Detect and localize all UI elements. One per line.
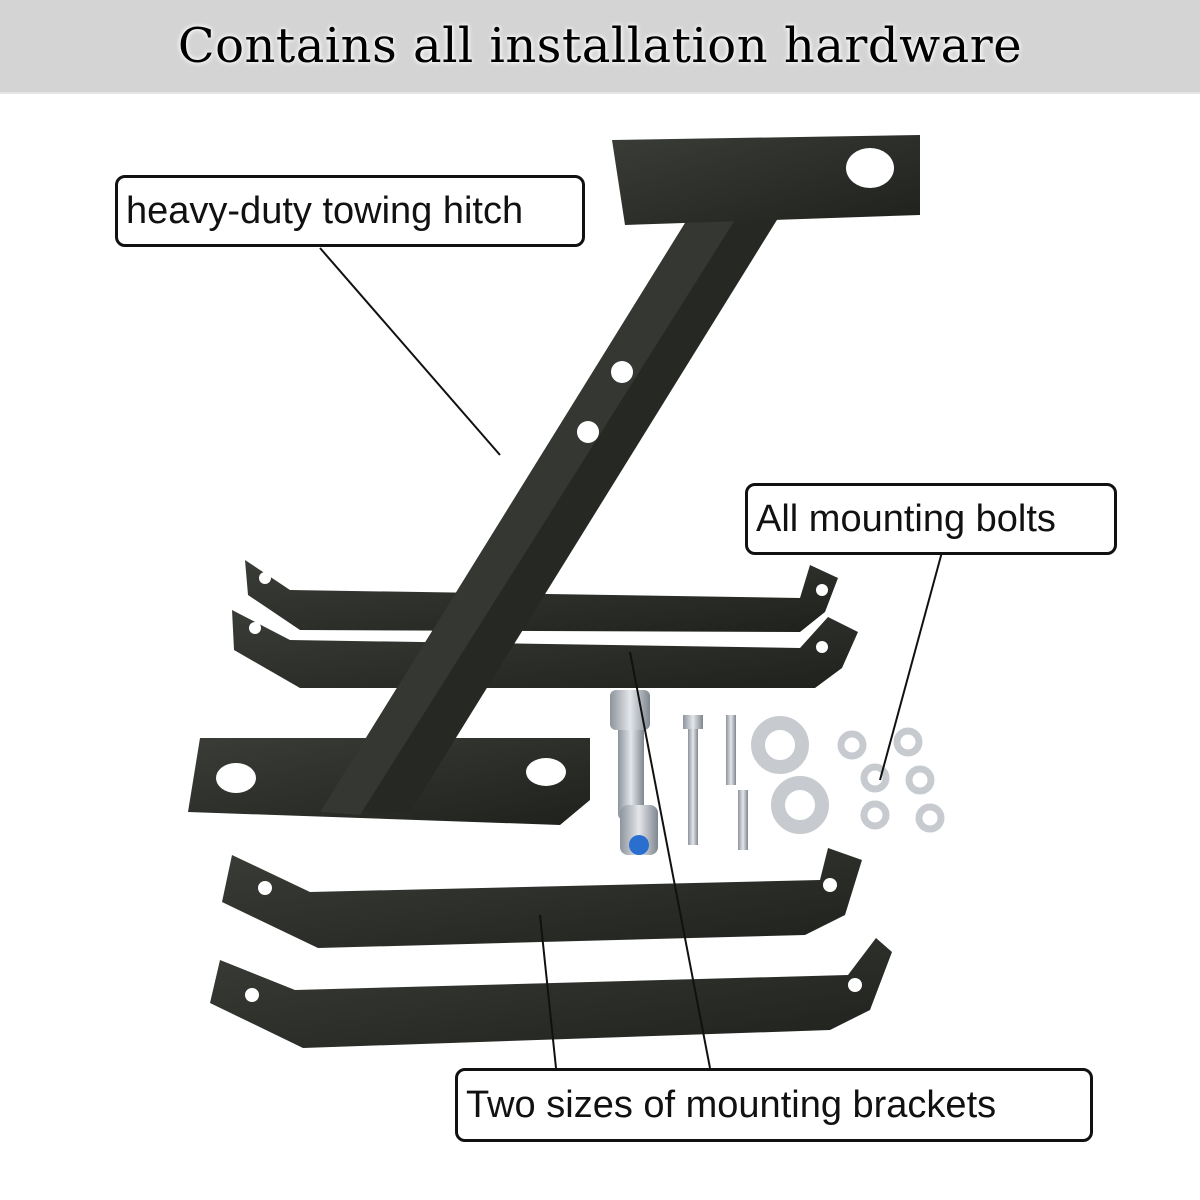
- callout-hitch-label: heavy-duty towing hitch: [126, 189, 524, 232]
- callout-bolts: All mounting bolts: [745, 483, 1117, 555]
- large-bracket-2: [210, 938, 892, 1048]
- callout-brackets-label: Two sizes of mounting brackets: [466, 1083, 997, 1126]
- header-banner: Contains all installation hardware: [0, 0, 1200, 94]
- small-bracket-2: [232, 610, 858, 688]
- hitch-leader-line: [319, 247, 501, 456]
- callout-bolts-label: All mounting bolts: [756, 497, 1056, 540]
- header-title: Contains all installation hardware: [177, 18, 1023, 74]
- hitch-top-plate: [612, 135, 920, 225]
- hardware-set: [610, 690, 945, 855]
- brackets-leader-line-2: [629, 651, 711, 1069]
- callout-brackets: Two sizes of mounting brackets: [455, 1068, 1093, 1142]
- brackets-leader-line-1: [539, 914, 557, 1069]
- callout-hitch: heavy-duty towing hitch: [115, 175, 585, 247]
- large-bracket-1: [222, 848, 862, 948]
- bolts-leader-line: [879, 551, 943, 781]
- hitch-tube: [320, 212, 780, 815]
